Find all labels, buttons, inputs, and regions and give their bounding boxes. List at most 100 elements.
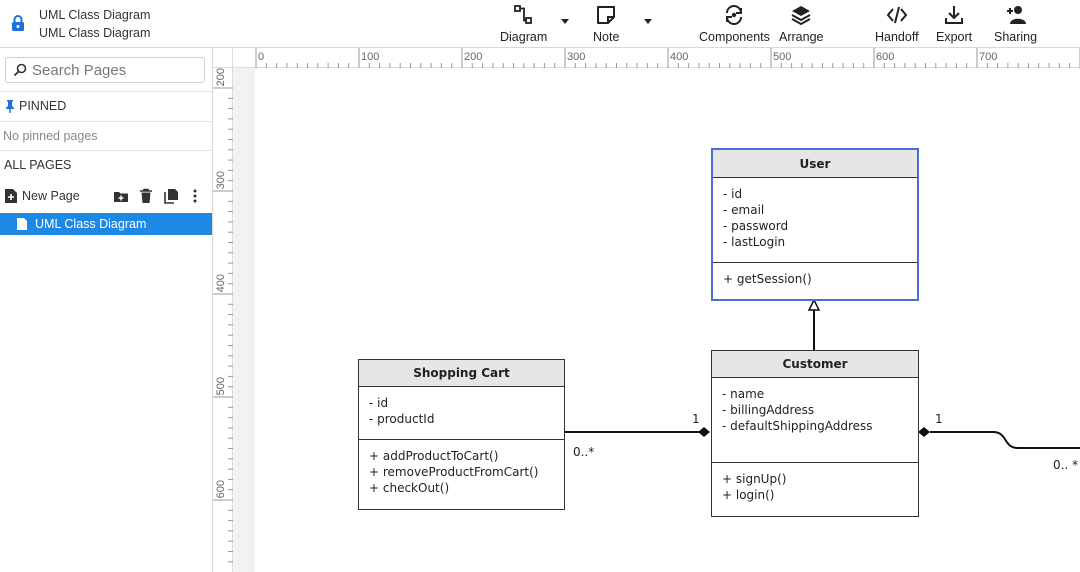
class-name: Customer — [712, 351, 918, 378]
ruler-label: 400 — [670, 51, 689, 63]
inheritance-arrowhead — [807, 298, 821, 311]
class-customer[interactable]: Customer - name - billingAddress - defau… — [711, 350, 919, 517]
layers-icon — [791, 6, 811, 26]
export-button[interactable]: Export — [936, 4, 972, 44]
ruler-label: 300 — [567, 51, 586, 63]
class-name: User — [713, 150, 917, 178]
lock-icon[interactable] — [10, 14, 26, 32]
multiplicity-customer-left: 1 — [692, 412, 700, 426]
components-label: Components — [699, 30, 770, 44]
class-operations: + signUp() + login() — [712, 463, 918, 503]
ruler-label: 500 — [215, 377, 227, 396]
connector-layer — [564, 298, 1080, 449]
sharing-button[interactable]: Sharing — [994, 4, 1037, 44]
search-box[interactable] — [5, 57, 205, 83]
divider — [0, 91, 212, 92]
class-attributes: - name - billingAddress - defaultShippin… — [712, 378, 918, 463]
pin-icon — [6, 100, 14, 113]
note-button[interactable]: Note — [593, 4, 619, 44]
vertical-ruler-ticks — [213, 87, 233, 563]
horizontal-ruler: 0 100 200 300 400 500 600 700 — [213, 48, 1080, 68]
operation: + signUp() — [722, 472, 787, 486]
attribute: - name — [722, 387, 765, 401]
class-operations: + addProductToCart() + removeProductFrom… — [359, 440, 564, 496]
divider — [0, 150, 212, 151]
horizontal-ruler-ticks — [255, 48, 1080, 68]
class-operations: + getSession() — [713, 263, 917, 287]
operation: + getSession() — [723, 272, 812, 286]
handoff-label: Handoff — [875, 30, 919, 44]
components-icon — [726, 5, 743, 25]
page-icon — [17, 218, 27, 230]
duplicate-icon[interactable] — [163, 188, 179, 204]
diagram-label: Diagram — [500, 30, 548, 44]
operation: + checkOut() — [369, 481, 450, 495]
more-options-icon[interactable] — [187, 188, 203, 204]
trash-icon[interactable] — [138, 188, 154, 204]
ruler-label: 500 — [773, 51, 792, 63]
page-item-uml-class-diagram[interactable]: UML Class Diagram — [0, 213, 212, 235]
right-association-line[interactable] — [930, 431, 1080, 449]
search-icon — [13, 63, 27, 77]
all-pages-header: ALL PAGES — [4, 158, 72, 172]
ruler-label: 200 — [215, 68, 227, 87]
operation: + removeProductFromCart() — [369, 465, 539, 479]
ruler-label: 600 — [215, 480, 227, 499]
ruler-label: 100 — [361, 51, 380, 63]
class-name: Shopping Cart — [359, 360, 564, 387]
multiplicity-cart: 0..* — [573, 445, 595, 459]
attribute: - defaultShippingAddress — [722, 419, 873, 433]
class-shopping-cart[interactable]: Shopping Cart - id - productId + addProd… — [358, 359, 565, 510]
no-pinned-text: No pinned pages — [3, 129, 98, 143]
new-folder-icon[interactable] — [113, 188, 129, 204]
pages-sidebar: PINNED No pinned pages ALL PAGES New Pag… — [0, 48, 213, 572]
current-page-title: UML Class Diagram — [39, 26, 151, 40]
diagram-canvas[interactable]: User - id - email - password - lastLogin… — [213, 48, 1080, 572]
class-attributes: - id - productId — [359, 387, 564, 440]
ruler-label: 300 — [215, 171, 227, 190]
sharing-label: Sharing — [994, 30, 1038, 44]
diagram-icon — [513, 5, 532, 24]
arrange-label: Arrange — [779, 30, 824, 44]
diagram-button[interactable]: Diagram — [500, 4, 547, 44]
search-pages-input[interactable] — [32, 60, 200, 80]
right-composition-diamond — [918, 427, 930, 437]
class-attributes: - id - email - password - lastLogin — [713, 178, 917, 263]
attribute: - email — [723, 203, 765, 217]
ruler-corner — [213, 48, 233, 68]
note-dropdown-caret-icon[interactable] — [643, 16, 653, 26]
top-toolbar: UML Class Diagram UML Class Diagram Diag… — [0, 0, 1080, 48]
add-user-icon — [1006, 6, 1026, 24]
export-label: Export — [936, 30, 973, 44]
pinned-label: PINNED — [19, 99, 67, 113]
new-page-icon — [5, 189, 17, 203]
attribute: - lastLogin — [723, 235, 786, 249]
attribute: - password — [723, 219, 789, 233]
arrange-button[interactable]: Arrange — [779, 4, 823, 44]
new-page-label: New Page — [22, 189, 80, 203]
operation: + login() — [722, 488, 775, 502]
divider — [0, 121, 212, 122]
document-title[interactable]: UML Class Diagram — [39, 8, 151, 22]
page-item-label: UML Class Diagram — [35, 217, 147, 231]
pinned-section-header: PINNED — [0, 99, 212, 113]
note-icon — [597, 6, 616, 24]
multiplicity-right-end: 0.. * — [1053, 458, 1079, 472]
vertical-ruler: 200 300 400 500 600 — [213, 48, 233, 572]
note-label: Note — [593, 30, 620, 44]
diagram-dropdown-caret-icon[interactable] — [560, 16, 570, 26]
new-page-button[interactable]: New Page — [0, 186, 212, 206]
attribute: - billingAddress — [722, 403, 815, 417]
operation: + addProductToCart() — [369, 449, 499, 463]
attribute: - productId — [369, 412, 435, 426]
multiplicity-customer-right: 1 — [935, 412, 943, 426]
ruler-label: 0 — [258, 51, 265, 63]
code-icon — [886, 6, 908, 24]
components-button[interactable]: Components — [699, 4, 770, 44]
handoff-button[interactable]: Handoff — [875, 4, 919, 44]
attribute: - id — [723, 187, 743, 201]
document-title-block: UML Class Diagram UML Class Diagram — [39, 6, 150, 42]
ruler-label: 700 — [979, 51, 998, 63]
class-user[interactable]: User - id - email - password - lastLogin… — [711, 148, 919, 301]
